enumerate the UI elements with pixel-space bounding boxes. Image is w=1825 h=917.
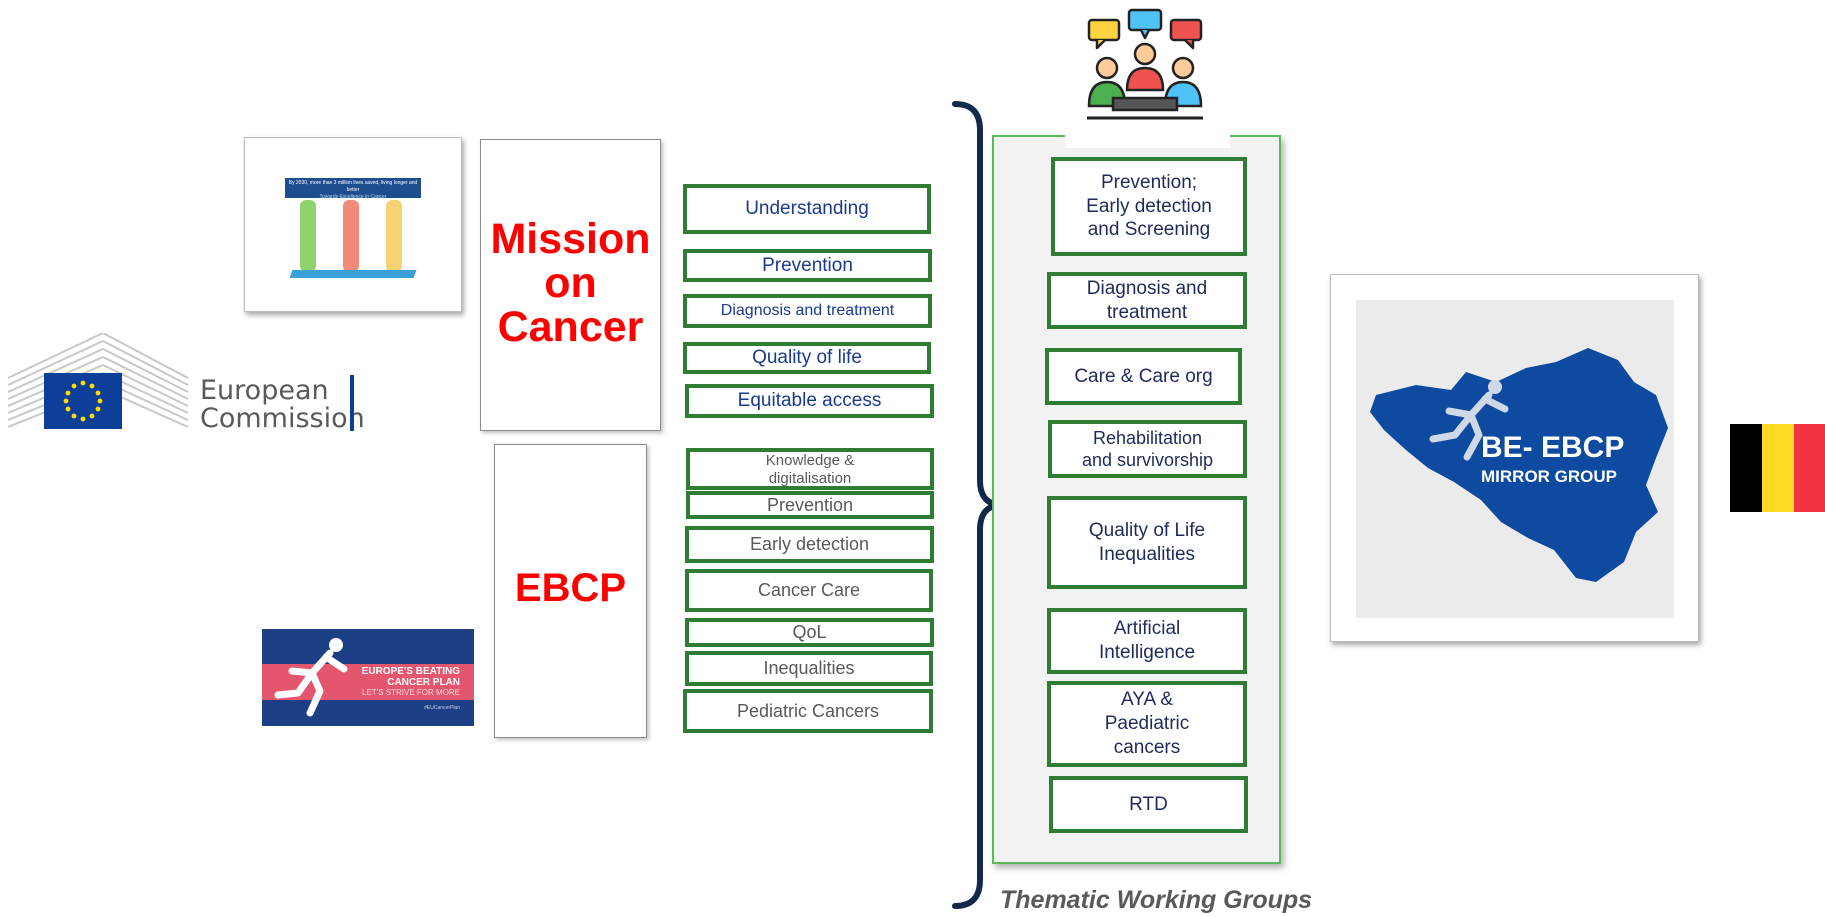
ebcp-title-box: EBCP bbox=[494, 444, 647, 738]
european-commission-logo: European Commission bbox=[8, 333, 368, 434]
ebcp-item-knowledge-digitalisation: Knowledge & digitalisation bbox=[686, 448, 934, 490]
ebcp-item-cancer-care: Cancer Care bbox=[685, 569, 933, 612]
ebcp-title: EBCP bbox=[514, 566, 627, 610]
mission-item-equitable-access: Equitable access bbox=[685, 384, 934, 418]
ebcp-item-inequalities: Inequalities bbox=[685, 651, 933, 686]
mirror-group-card: BE- EBCP MIRROR GROUP bbox=[1330, 274, 1699, 642]
thematic-group-label: AYA & Paediatric cancers bbox=[1104, 689, 1190, 758]
flag-band-black bbox=[1730, 424, 1762, 512]
mission-poster-pillar-3 bbox=[386, 200, 402, 272]
mission-item-understanding: Understanding bbox=[683, 184, 931, 234]
eu-logo-line1: European bbox=[200, 375, 329, 406]
mission-title-line3: Cancer bbox=[497, 303, 644, 351]
mission-poster-headline: By 2030, more than 3 million lives saved… bbox=[288, 180, 418, 193]
mission-poster-pillar-1 bbox=[300, 200, 316, 272]
belgium-map-icon bbox=[1370, 348, 1668, 582]
mission-poster-subline: Towards Excellence in Cancer bbox=[319, 194, 387, 200]
thematic-group-label: Care & Care org bbox=[1074, 365, 1213, 387]
thematic-group-rtd: RTD bbox=[1049, 776, 1248, 833]
commission-building-icon bbox=[8, 333, 189, 429]
ebcp-banner-tag: #EUCancerPlan bbox=[424, 705, 460, 711]
mission-title-line1: Mission bbox=[490, 215, 651, 263]
flag-band-yellow bbox=[1762, 424, 1794, 512]
mission-item-prevention: Prevention bbox=[683, 249, 932, 282]
thematic-group-qol-inequalities: Quality of Life Inequalities bbox=[1047, 496, 1247, 589]
thematic-caption: Thematic Working Groups bbox=[1000, 886, 1313, 914]
people-meeting-icon bbox=[1087, 8, 1203, 120]
ebcp-item-qol: QoL bbox=[685, 618, 934, 647]
mission-poster-base bbox=[289, 270, 417, 278]
belgium-flag-icon bbox=[1730, 424, 1825, 512]
thematic-group-label: Prevention; Early detection and Screenin… bbox=[1086, 171, 1212, 241]
thematic-group-label: Quality of Life Inequalities bbox=[1088, 519, 1206, 565]
thematic-group-label: Artificial Intelligence bbox=[1098, 618, 1196, 663]
mission-title-line2: on bbox=[544, 259, 597, 307]
mission-poster-header: By 2030, more than 3 million lives saved… bbox=[285, 178, 421, 200]
ebcp-banner: EUROPE'S BEATING CANCER PLAN LET'S STRIV… bbox=[262, 629, 474, 726]
thematic-group-label: Rehabilitation and survivorship bbox=[1081, 427, 1214, 471]
thematic-group-label: RTD bbox=[1129, 793, 1168, 815]
mirror-group-subtitle: MIRROR GROUP bbox=[1481, 467, 1617, 486]
thematic-group-artificial-intelligence: Artificial Intelligence bbox=[1047, 608, 1247, 674]
mission-poster-pillar-2 bbox=[343, 200, 359, 272]
ebcp-banner-line1: EUROPE'S BEATING bbox=[361, 666, 460, 677]
thematic-panel-notch bbox=[1065, 120, 1230, 148]
mirror-group-title: BE- EBCP bbox=[1481, 431, 1625, 464]
thematic-group-prevention-screening: Prevention; Early detection and Screenin… bbox=[1051, 157, 1247, 256]
runner-icon bbox=[274, 638, 348, 717]
mission-poster-card: By 2030, more than 3 million lives saved… bbox=[244, 137, 462, 312]
ebcp-item-early-detection: Early detection bbox=[685, 526, 934, 563]
thematic-group-rehabilitation: Rehabilitation and survivorship bbox=[1048, 420, 1247, 478]
thematic-group-aya-paediatric: AYA & Paediatric cancers bbox=[1047, 681, 1247, 767]
runner-icon bbox=[1429, 380, 1509, 461]
thematic-group-diagnosis-treatment: Diagnosis and treatment bbox=[1047, 272, 1247, 329]
eu-logo-line2: Commission bbox=[200, 403, 365, 434]
mission-title-box: Mission on Cancer bbox=[480, 139, 661, 431]
ebcp-item-prevention: Prevention bbox=[686, 491, 934, 519]
mission-item-diagnosis-treatment: Diagnosis and treatment bbox=[683, 294, 932, 328]
ebcp-banner-line3: LET'S STRIVE FOR MORE bbox=[362, 688, 460, 697]
ebcp-banner-line2: CANCER PLAN bbox=[387, 677, 460, 688]
ebcp-item-pediatric-cancers: Pediatric Cancers bbox=[683, 689, 933, 733]
thematic-group-label: Diagnosis and treatment bbox=[1086, 277, 1208, 323]
eu-logo-divider bbox=[350, 375, 354, 431]
thematic-group-care-org: Care & Care org bbox=[1045, 348, 1242, 405]
mission-item-quality-of-life: Quality of life bbox=[683, 342, 931, 374]
flag-band-red bbox=[1794, 424, 1825, 512]
mission-title: Mission on Cancer bbox=[481, 217, 660, 349]
